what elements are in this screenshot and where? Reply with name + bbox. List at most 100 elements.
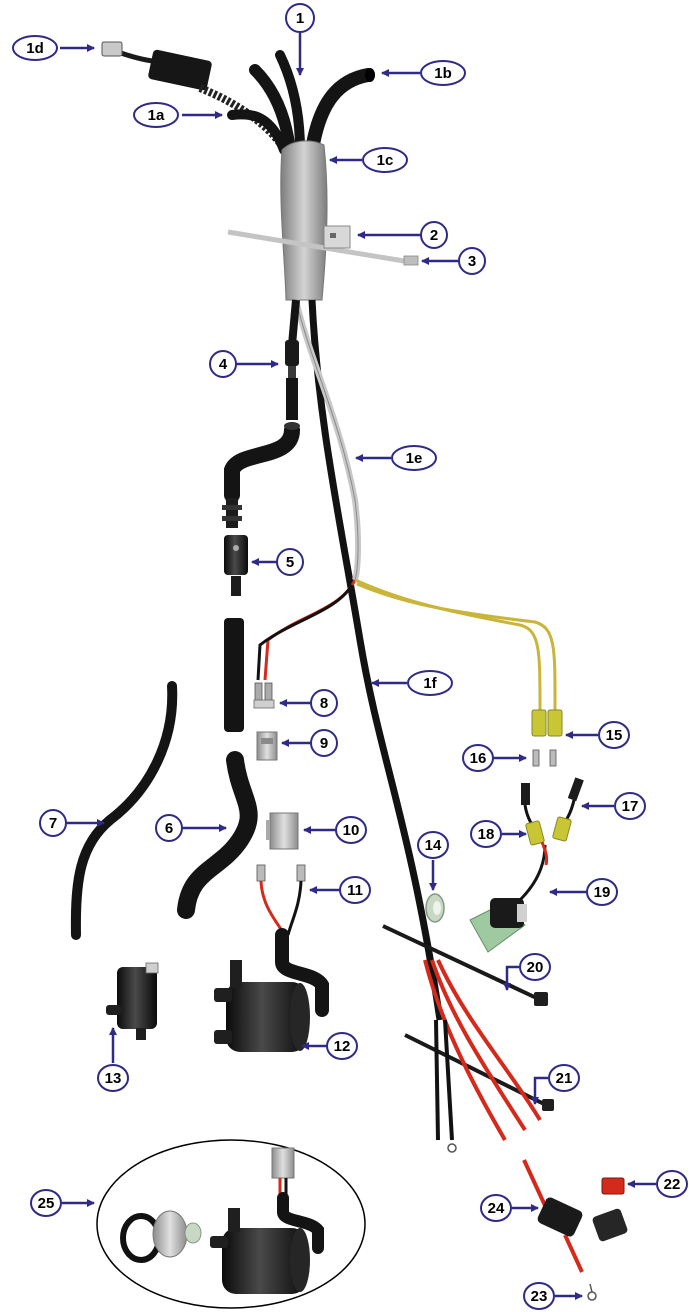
svg-text:23: 23	[531, 1288, 548, 1305]
svg-text:1: 1	[296, 10, 304, 27]
callout-24: 24	[480, 1194, 512, 1222]
hose-6	[177, 618, 258, 919]
svg-text:9: 9	[320, 735, 328, 752]
svg-text:24: 24	[488, 1200, 505, 1217]
callout-6: 6	[155, 814, 183, 842]
svg-text:1a: 1a	[148, 107, 165, 124]
svg-text:1d: 1d	[26, 40, 44, 57]
coupling-5	[224, 535, 248, 575]
svg-text:1b: 1b	[434, 65, 452, 82]
callout-22: 22	[656, 1170, 688, 1198]
callout-5: 5	[276, 548, 304, 576]
svg-text:5: 5	[286, 554, 294, 571]
svg-text:21: 21	[556, 1070, 573, 1087]
svg-text:13: 13	[105, 1070, 122, 1087]
svg-text:10: 10	[343, 822, 360, 839]
pump-12	[214, 928, 329, 1052]
svg-text:1c: 1c	[377, 152, 394, 169]
svg-text:11: 11	[347, 882, 363, 899]
callout-23: 23	[523, 1282, 555, 1310]
fuse-22	[601, 1177, 625, 1195]
callout-1a: 1a	[133, 102, 179, 128]
callout-1c: 1c	[362, 147, 408, 173]
callout-10: 10	[335, 816, 367, 844]
fuse-holder-24	[537, 1197, 628, 1242]
zip-tie-3	[227, 229, 411, 265]
detail-circle-25	[96, 1139, 366, 1309]
grommet-14	[425, 893, 445, 923]
svg-text:7: 7	[49, 815, 57, 832]
wire-1f	[308, 299, 444, 1021]
wire-black-8	[256, 584, 354, 681]
svg-text:4: 4	[219, 356, 228, 373]
callout-21: 21	[548, 1064, 580, 1092]
harness-trunk	[256, 299, 557, 1021]
bracket-2	[323, 225, 351, 249]
callout-7: 7	[39, 809, 67, 837]
ring-23	[587, 1283, 597, 1301]
arrows	[60, 33, 656, 1300]
callout-11: 11	[339, 876, 371, 904]
valve-4	[285, 340, 299, 366]
socket-19	[469, 844, 547, 953]
callout-1e: 1e	[391, 445, 437, 471]
hose-straight	[224, 618, 244, 732]
svg-text:6: 6	[165, 820, 173, 837]
svg-text:12: 12	[334, 1038, 351, 1055]
callout-14: 14	[417, 831, 449, 859]
svg-text:14: 14	[425, 837, 442, 854]
svg-text:2: 2	[430, 227, 438, 244]
arrow-21	[531, 1076, 548, 1105]
callout-1: 1	[285, 3, 315, 33]
module-1d	[148, 49, 212, 91]
wire-yellow-15	[354, 578, 542, 711]
hose-7	[70, 681, 178, 940]
connectors-17-18	[521, 777, 584, 866]
callout-18: 18	[470, 820, 502, 848]
callout-13: 13	[97, 1064, 129, 1092]
svg-text:19: 19	[594, 884, 611, 901]
callout-9: 9	[310, 729, 338, 757]
terminals-16	[532, 749, 557, 767]
svg-text:17: 17	[622, 798, 639, 815]
callout-1f: 1f	[407, 670, 453, 696]
hose-1a	[227, 109, 289, 155]
plug-1d	[101, 41, 123, 57]
connector-10	[266, 812, 299, 850]
connector-9	[256, 731, 278, 761]
callouts: 1 1a 1b 1c 1d 1e 1f 2 3 4 5 6 7 8 9 10 1…	[12, 3, 688, 1310]
callout-15: 15	[598, 721, 630, 749]
zip-tie-20	[382, 924, 548, 1006]
svg-text:22: 22	[664, 1176, 681, 1193]
svg-text:15: 15	[606, 727, 623, 744]
harness-top	[101, 41, 419, 301]
callout-16: 16	[462, 744, 494, 772]
sleeve-1c	[280, 140, 328, 301]
callout-20: 20	[519, 953, 551, 981]
callout-25: 25	[30, 1189, 62, 1217]
callout-4: 4	[209, 350, 237, 378]
svg-text:1f: 1f	[423, 675, 437, 692]
callout-1b: 1b	[420, 60, 466, 86]
hose-1b	[305, 68, 375, 157]
arrow-20	[503, 965, 519, 991]
svg-text:8: 8	[320, 695, 328, 712]
hose-1-2	[275, 50, 305, 155]
svg-text:25: 25	[38, 1195, 55, 1212]
svg-text:18: 18	[478, 826, 495, 843]
callout-12: 12	[326, 1032, 358, 1060]
power-wires	[423, 959, 584, 1273]
callout-8: 8	[310, 689, 338, 717]
pump-13	[106, 962, 159, 1040]
hose-1	[249, 64, 296, 156]
callout-3: 3	[458, 247, 486, 275]
callout-1d: 1d	[12, 35, 58, 61]
connectors-15	[531, 709, 563, 737]
svg-text:16: 16	[470, 750, 487, 767]
callout-2: 2	[420, 221, 448, 249]
svg-text:20: 20	[527, 959, 544, 976]
terminals-8	[253, 682, 275, 709]
zip-tie-21	[404, 1033, 554, 1111]
terminals-11	[256, 864, 306, 936]
